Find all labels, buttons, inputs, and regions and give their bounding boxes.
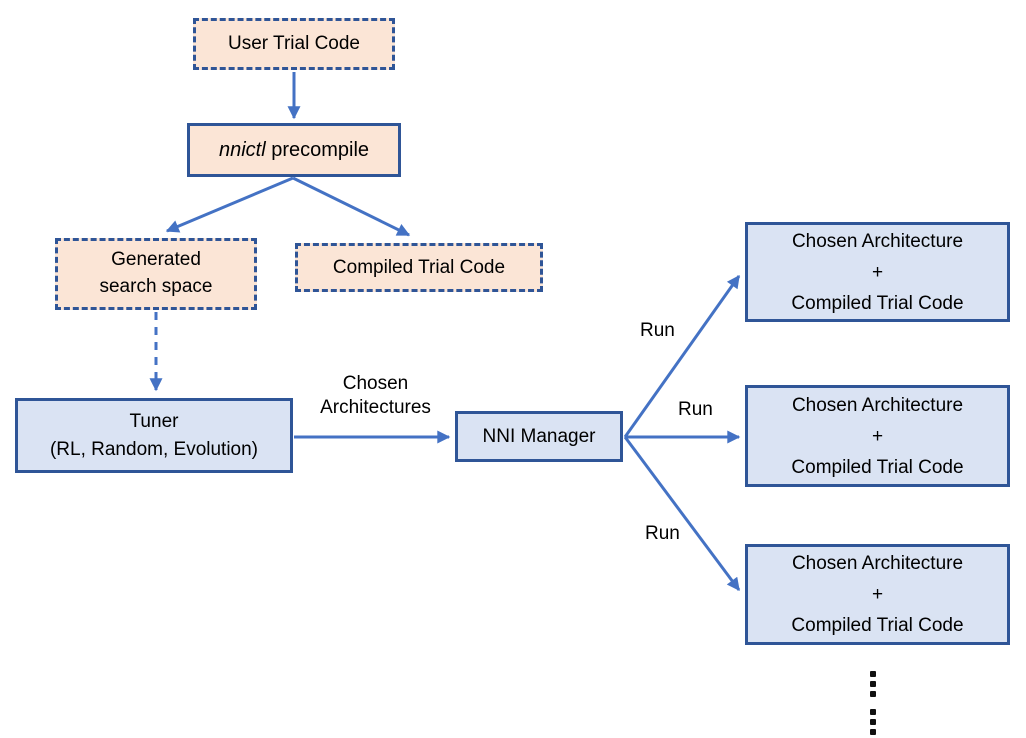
ellipsis-dot-group <box>870 709 876 735</box>
node-generated-search-space: Generated search space <box>55 238 257 310</box>
node-trial-2: Chosen Architecture + Compiled Trial Cod… <box>745 385 1010 487</box>
node-nni-manager: NNI Manager <box>455 411 623 462</box>
node-tuner: Tuner (RL, Random, Evolution) <box>15 398 293 473</box>
node-compiled-trial-code: Compiled Trial Code <box>295 243 543 292</box>
edge-run-bottom <box>623 436 741 592</box>
dot <box>870 681 876 687</box>
dot <box>870 729 876 735</box>
label-run-bottom: Run <box>645 523 680 544</box>
edge-precompile-to-search-space <box>165 176 294 233</box>
dot <box>870 671 876 677</box>
dot <box>870 691 876 697</box>
label-run-middle: Run <box>678 399 713 420</box>
dot <box>870 719 876 725</box>
dot <box>870 709 876 715</box>
edge-precompile-to-compiled-code <box>292 176 411 237</box>
vertical-ellipsis-icon <box>870 671 876 735</box>
node-trial-1: Chosen Architecture + Compiled Trial Cod… <box>745 222 1010 322</box>
node-user-trial-code: User Trial Code <box>193 18 395 70</box>
edge-run-top <box>623 274 741 438</box>
label-run-top: Run <box>640 320 675 341</box>
node-label: User Trial Code <box>228 33 360 55</box>
node-label: nnictl precompile <box>218 138 370 161</box>
label-chosen-architectures: Chosen Architectures <box>320 373 431 418</box>
ellipsis-dot-group <box>870 671 876 697</box>
node-nnictl-precompile: nnictl precompile <box>187 123 401 177</box>
node-trial-3: Chosen Architecture + Compiled Trial Cod… <box>745 544 1010 645</box>
